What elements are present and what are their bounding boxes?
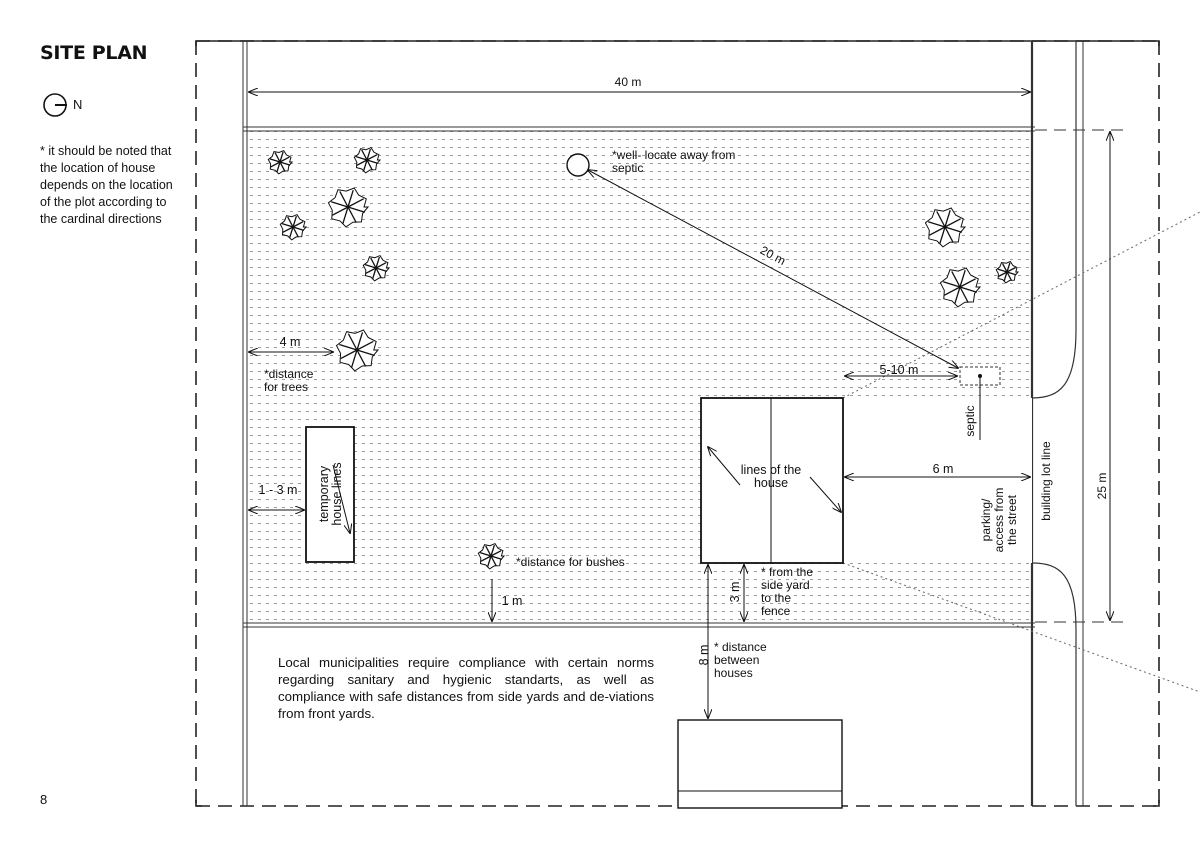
tree-icon — [267, 149, 294, 175]
dimension-lines — [249, 92, 1110, 718]
well-note: *well- locate away from — [612, 148, 735, 162]
neighbour-house — [677, 719, 843, 809]
bushes-dimension: 1 m — [502, 594, 523, 608]
page-title: SITE PLAN — [40, 42, 148, 64]
width-dimension: 40 m — [615, 75, 642, 89]
side-yard-note-line4: fence — [761, 604, 791, 618]
tree-icon — [327, 187, 370, 228]
between-houses-note: * distance — [714, 640, 767, 654]
between-houses-note-line2: between — [714, 653, 759, 667]
depth-dimension: 25 m — [1095, 473, 1109, 500]
between-houses-dimension: 8 m — [697, 645, 711, 666]
building-lot-line-label: building lot line — [1039, 441, 1053, 521]
trees-note-line2: for trees — [264, 380, 308, 394]
north-arrow-icon — [43, 93, 67, 117]
well-icon — [566, 153, 590, 177]
tree-icon — [995, 260, 1020, 284]
temp-house-dimension: 1 - 3 m — [259, 483, 298, 497]
regulation-text: Local municipalities require compliance … — [278, 655, 654, 721]
dashed-frame — [195, 40, 1160, 807]
septic-offset-dimension: 5-10 m — [880, 363, 919, 377]
house-label-line2: house — [754, 476, 788, 490]
tree-icon — [353, 146, 382, 174]
tree-icon — [335, 329, 380, 372]
north-label: N — [73, 97, 83, 112]
septic-label: septic — [963, 405, 977, 436]
tree-icon — [279, 213, 308, 241]
bush-icon — [477, 542, 506, 570]
page-number: 8 — [40, 792, 48, 807]
side-yard-dimension: 3 m — [728, 582, 742, 603]
side-yard-note: * from the — [761, 565, 813, 579]
between-houses-note-line3: houses — [714, 666, 753, 680]
side-yard-note-line3: to the — [761, 591, 791, 605]
house-label: lines of the — [741, 463, 802, 477]
parking-label-line2: access from — [992, 488, 1006, 553]
parking-label: parking/ — [979, 498, 993, 541]
sight-lines — [842, 211, 1200, 693]
side-yard-note-line2: side yard — [761, 578, 810, 592]
tree-icon — [362, 254, 391, 282]
bushes-note: *distance for bushes — [516, 555, 625, 569]
side-note: * it should be noted that the location o… — [40, 144, 173, 226]
well-note-line2: septic — [612, 161, 643, 175]
parking-label-line3: the street — [1005, 494, 1019, 545]
trees-note: *distance — [264, 367, 314, 381]
temporary-house-label: temporary — [317, 465, 331, 522]
temporary-house-outline — [305, 426, 355, 563]
temporary-house-label-line2: house lines — [330, 462, 344, 525]
front-setback-dimension: 6 m — [933, 462, 954, 476]
house-outline — [700, 397, 844, 564]
trees-dimension: 4 m — [280, 335, 301, 349]
